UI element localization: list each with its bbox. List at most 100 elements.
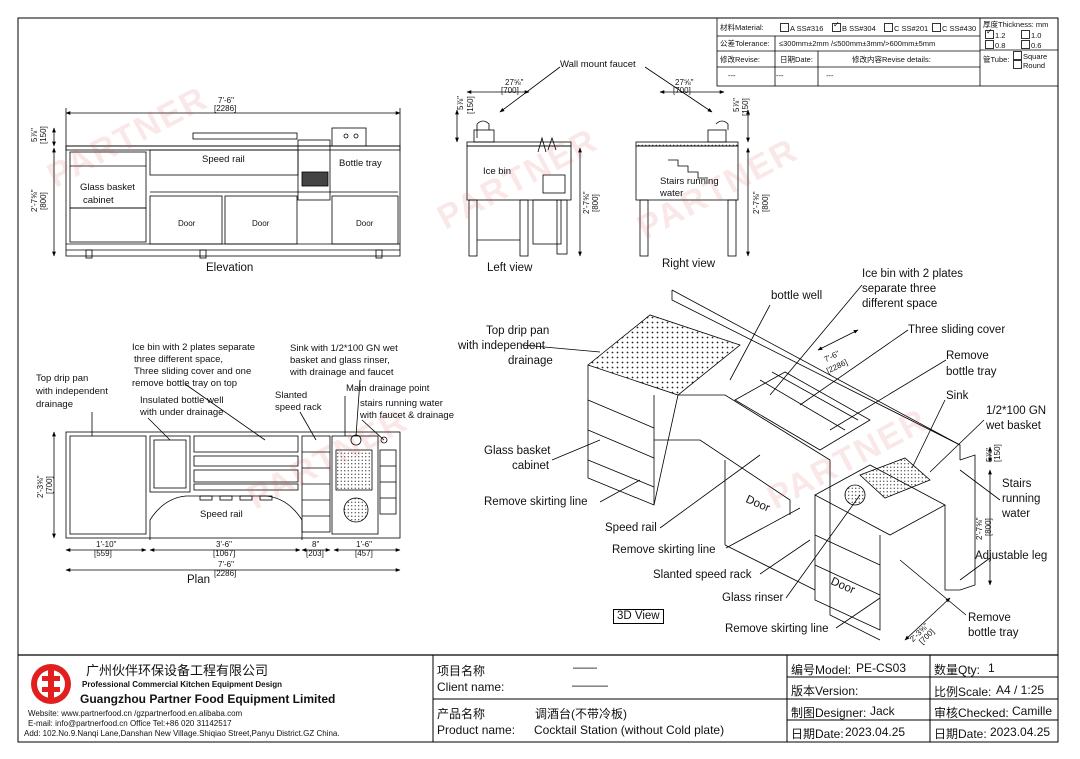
dim-height: 2'-7⅝" [752,191,761,214]
thickness-option[interactable]: 1.2 [985,27,1005,40]
label-slanted: Slanted [275,390,308,401]
qty-value: 1 [988,661,995,675]
scale-value: A4 / 1:25 [996,683,1045,697]
label-door: Door [252,219,270,228]
label-glass-rinser: Glass rinser [722,592,784,604]
dim: [2286] [214,569,237,578]
details-value: --- [826,71,834,80]
dim: [559] [94,549,112,558]
checkbox[interactable] [1021,30,1030,39]
checkbox[interactable] [1021,40,1030,49]
dim: [800] [984,518,993,536]
date-label: 日期Date: [791,727,844,741]
label-remove-bottom: bottle tray [968,627,1019,639]
material-option-b[interactable]: B SS#304 [832,20,876,33]
tolerance-label: 公差Tolerance: [720,39,770,48]
material-option-c[interactable]: C SS#201 [884,23,928,33]
label-stairs: Stairs [1002,478,1032,490]
view-title-3d: 3D View [613,609,664,624]
company-logo [31,664,71,704]
label-bottle-well: bottle well [771,290,823,302]
dim-width-mm: [2286] [214,104,237,113]
dim: 1'-6" [356,540,372,549]
view-title-left: Left view [487,262,533,274]
thickness-option[interactable]: 1.0 [1021,30,1041,40]
label-ice-bin: separate three [862,283,937,295]
dim-height-mm: [800] [591,194,600,212]
view-title-right: Right view [662,258,716,270]
thickness-label: 厚度Thickness: mm [983,20,1049,29]
thickness-option[interactable]: 0.8 [985,40,1005,50]
checkbox-checked[interactable] [985,27,994,39]
tube-option-square[interactable]: Square [1013,51,1047,61]
project-value: —— [573,660,597,674]
client-label: Client name: [437,680,505,694]
label-glass-basket: Glass basket [484,445,551,457]
dim: [1067] [213,549,236,558]
dim-depth-mm: [700] [501,86,519,95]
label-main-drain: Main drainage point [346,383,430,394]
company-name-en: Guangzhou Partner Food Equipment Limited [80,692,336,706]
client-value: ——— [572,678,608,692]
label-sink: Sink [946,390,969,402]
dim: 2'-3⅝" [36,475,45,498]
label-ice-bin: remove bottle tray on top [132,378,238,389]
details-label: 修改内容Revise details: [852,55,931,64]
checkbox[interactable] [1013,51,1022,60]
checkbox[interactable] [1013,60,1022,69]
label-ice-bin: Ice bin with 2 plates [862,268,964,280]
label-top-drip: with independent [36,386,108,397]
label-wet-basket: 1/2*100 GN [986,405,1047,417]
label-stairs: water [1002,508,1031,520]
label-remove-tray: Remove [946,350,989,362]
label-speed-rail: Speed rail [202,154,245,165]
checkbox[interactable] [932,23,941,32]
checked-label: 审核Checked: [934,706,1009,720]
material-option-a[interactable]: A SS#316 [780,23,823,33]
dim-top-mm: [150] [741,98,750,116]
checkbox[interactable] [780,23,789,32]
checkbox-checked[interactable] [832,20,841,32]
revise-value: --- [728,71,736,80]
company-name-cn: 广州伙伴环保设备工程有限公司 [86,663,269,678]
label-stairs: running [1002,493,1041,505]
label-ice-bin: three different space, [134,354,224,365]
dim: 3'-6" [216,540,232,549]
dim: [203] [306,549,324,558]
dim: 7'-6" [218,560,234,569]
dim-top: 5⅞" [456,96,465,110]
label-speed-rail: Speed rail [605,522,657,534]
checkbox[interactable] [985,40,994,49]
material-option-d[interactable]: C SS#430 [932,23,976,33]
product-label-cn: 产品名称 [437,707,486,721]
designer-label: 制图Designer: [791,706,867,720]
dim: 1'-10" [96,540,117,549]
date-value: 2023.04.25 [845,725,906,739]
thickness-option[interactable]: 0.6 [1021,40,1041,50]
label-ice-bin: Three sliding cover and one [134,366,252,377]
plan-view [52,379,401,572]
scale-label: 比例Scale: [934,685,992,699]
tube-option-round[interactable]: Round [1013,60,1045,70]
dim-height-mm: [800] [39,192,48,210]
company-website: Website: www.partnerfood.cn /gzpartnerfo… [28,709,243,718]
dim-top-mm: [150] [39,126,48,144]
label-door: Door [356,219,374,228]
checkbox[interactable] [884,23,893,32]
dim-top: 5⅞" [30,128,39,142]
label-sink: Sink with 1/2*100 GN wet [290,343,398,354]
model-value: PE-CS03 [856,661,907,675]
label-sink: basket and glass rinser, [290,355,390,366]
label-bottle-tray: Bottle tray [339,158,382,169]
company-email: E-mail: info@partnerfood.cn Office Tel:+… [28,719,232,728]
label-ice-bin: different space [862,298,938,310]
label-skirting: Remove skirting line [612,544,716,556]
label-cabinet: cabinet [83,195,114,206]
view-title-plan: Plan [187,574,211,586]
label-speed-rail: Speed rail [200,509,243,520]
label-insulated: with under drainage [140,407,224,418]
right-view [635,66,750,257]
product-value: Cocktail Station (without Cold plate) [534,723,725,737]
dim-width: 7'-6" [218,96,234,105]
